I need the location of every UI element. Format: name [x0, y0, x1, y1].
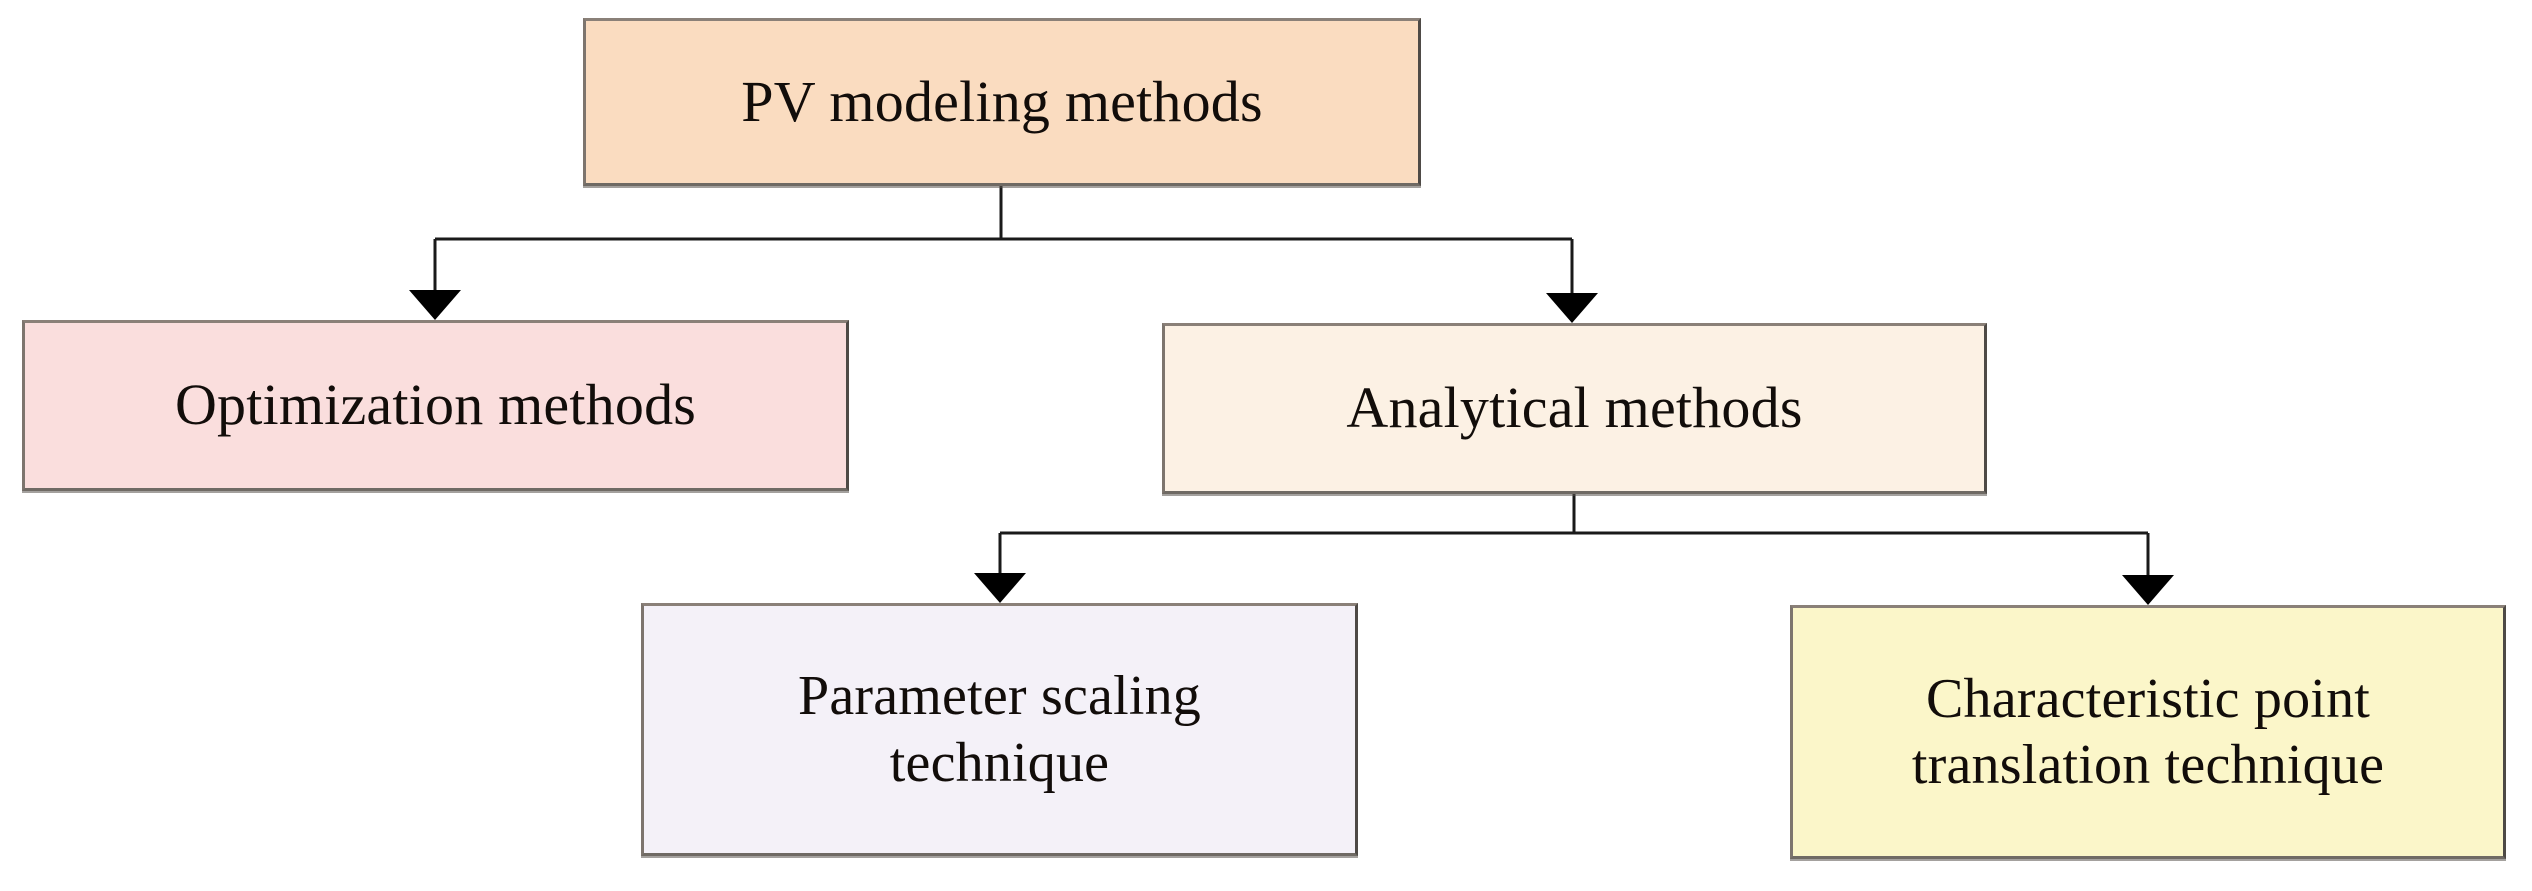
node-label-line-1: Parameter scaling	[797, 665, 1201, 728]
node-parameter-scaling-technique[interactable]: Parameter scaling technique	[641, 603, 1358, 856]
node-label-line-2: translation technique	[1911, 734, 2385, 796]
arrowhead-to-parameter-scaling	[974, 573, 1026, 603]
node-label-pv-modeling-methods: PV modeling methods	[741, 68, 1263, 134]
node-characteristic-point-translation-technique[interactable]: Characteristic point translation techniq…	[1790, 605, 2506, 859]
node-pv-modeling-methods[interactable]: PV modeling methods	[583, 18, 1421, 186]
node-label-characteristic-point-translation-technique: Characteristic point translation techniq…	[1793, 666, 2503, 798]
node-optimization-methods[interactable]: Optimization methods	[22, 320, 849, 491]
node-label-line-1: Characteristic point	[1925, 667, 2371, 730]
node-label-line-2: technique	[889, 731, 1110, 794]
arrowhead-to-optimization	[409, 290, 461, 320]
node-label-analytical-methods: Analytical methods	[1346, 375, 1803, 441]
node-analytical-methods[interactable]: Analytical methods	[1162, 323, 1987, 494]
node-label-optimization-methods: Optimization methods	[174, 372, 697, 438]
node-label-parameter-scaling-technique: Parameter scaling technique	[644, 663, 1355, 795]
arrowhead-to-characteristic-point	[2122, 575, 2174, 605]
arrowhead-to-analytical	[1546, 293, 1598, 323]
